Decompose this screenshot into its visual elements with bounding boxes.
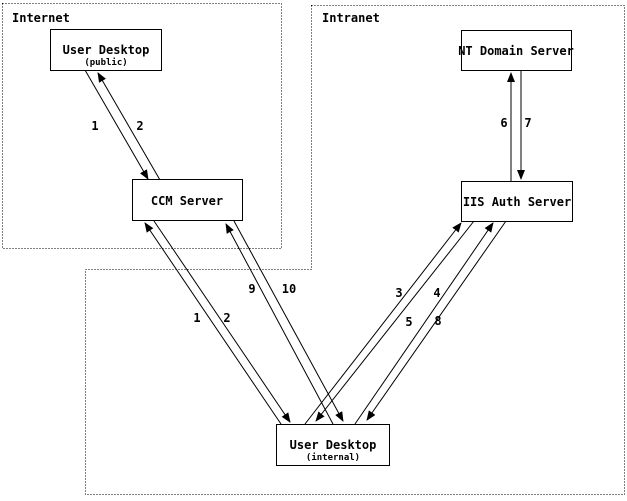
node-ccm-server: CCM Server — [132, 179, 243, 221]
node-user-desktop-public: User Desktop (public) — [50, 29, 162, 71]
node-nt-domain-server: NT Domain Server — [458, 30, 574, 71]
edge-label-6: 6 — [500, 116, 507, 130]
node-nt-domain-server-box — [461, 30, 572, 71]
edge-label-8: 8 — [434, 314, 441, 328]
node-ccm-server-label: CCM Server — [151, 194, 223, 208]
node-user-desktop-public-label: User Desktop — [63, 43, 150, 57]
edge-label-9: 9 — [248, 282, 255, 296]
edge-label-7: 7 — [524, 116, 531, 130]
edge-label-1-public: 1 — [91, 119, 98, 133]
node-ccm-server-box — [132, 179, 243, 221]
edge-2-ccm-to-internal — [153, 220, 291, 423]
edge-1-internal-to-ccm — [144, 222, 282, 425]
edge-label-1-internal: 1 — [193, 311, 200, 325]
intranet-zone-label: Intranet — [322, 11, 380, 25]
node-user-desktop-public-box — [50, 29, 162, 71]
edge-label-3: 3 — [395, 286, 402, 300]
edge-label-2-internal: 2 — [223, 311, 230, 325]
node-user-desktop-internal-box — [276, 424, 390, 466]
intranet-zone-border — [85, 5, 625, 495]
edge-label-2-public: 2 — [136, 119, 143, 133]
edge-8-iis-to-internal — [366, 220, 507, 421]
edge-label-10: 10 — [282, 282, 296, 296]
node-nt-domain-server-label: NT Domain Server — [458, 44, 574, 58]
node-user-desktop-internal-sublabel: (internal) — [306, 452, 360, 463]
edge-9-internal-to-ccm — [225, 223, 334, 425]
node-user-desktop-public-sublabel: (public) — [84, 57, 127, 68]
edge-10-ccm-to-internal — [233, 220, 344, 422]
node-iis-auth-server-label: IIS Auth Server — [463, 195, 571, 209]
internet-zone-label: Internet — [12, 11, 70, 25]
edge-label-4: 4 — [433, 286, 440, 300]
internet-zone-border — [2, 3, 282, 249]
edge-1-public-to-ccm — [84, 69, 149, 180]
edge-label-5: 5 — [405, 315, 412, 329]
node-iis-auth-server: IIS Auth Server — [461, 181, 573, 222]
node-user-desktop-internal: User Desktop (internal) — [276, 424, 390, 466]
edge-2-ccm-to-public — [97, 72, 161, 181]
edge-3-internal-to-iis — [304, 222, 462, 425]
node-user-desktop-internal-label: User Desktop — [290, 438, 377, 452]
edge-5-internal-to-iis — [354, 222, 494, 425]
node-iis-auth-server-box — [461, 181, 573, 222]
edge-4-iis-to-internal — [315, 220, 475, 422]
